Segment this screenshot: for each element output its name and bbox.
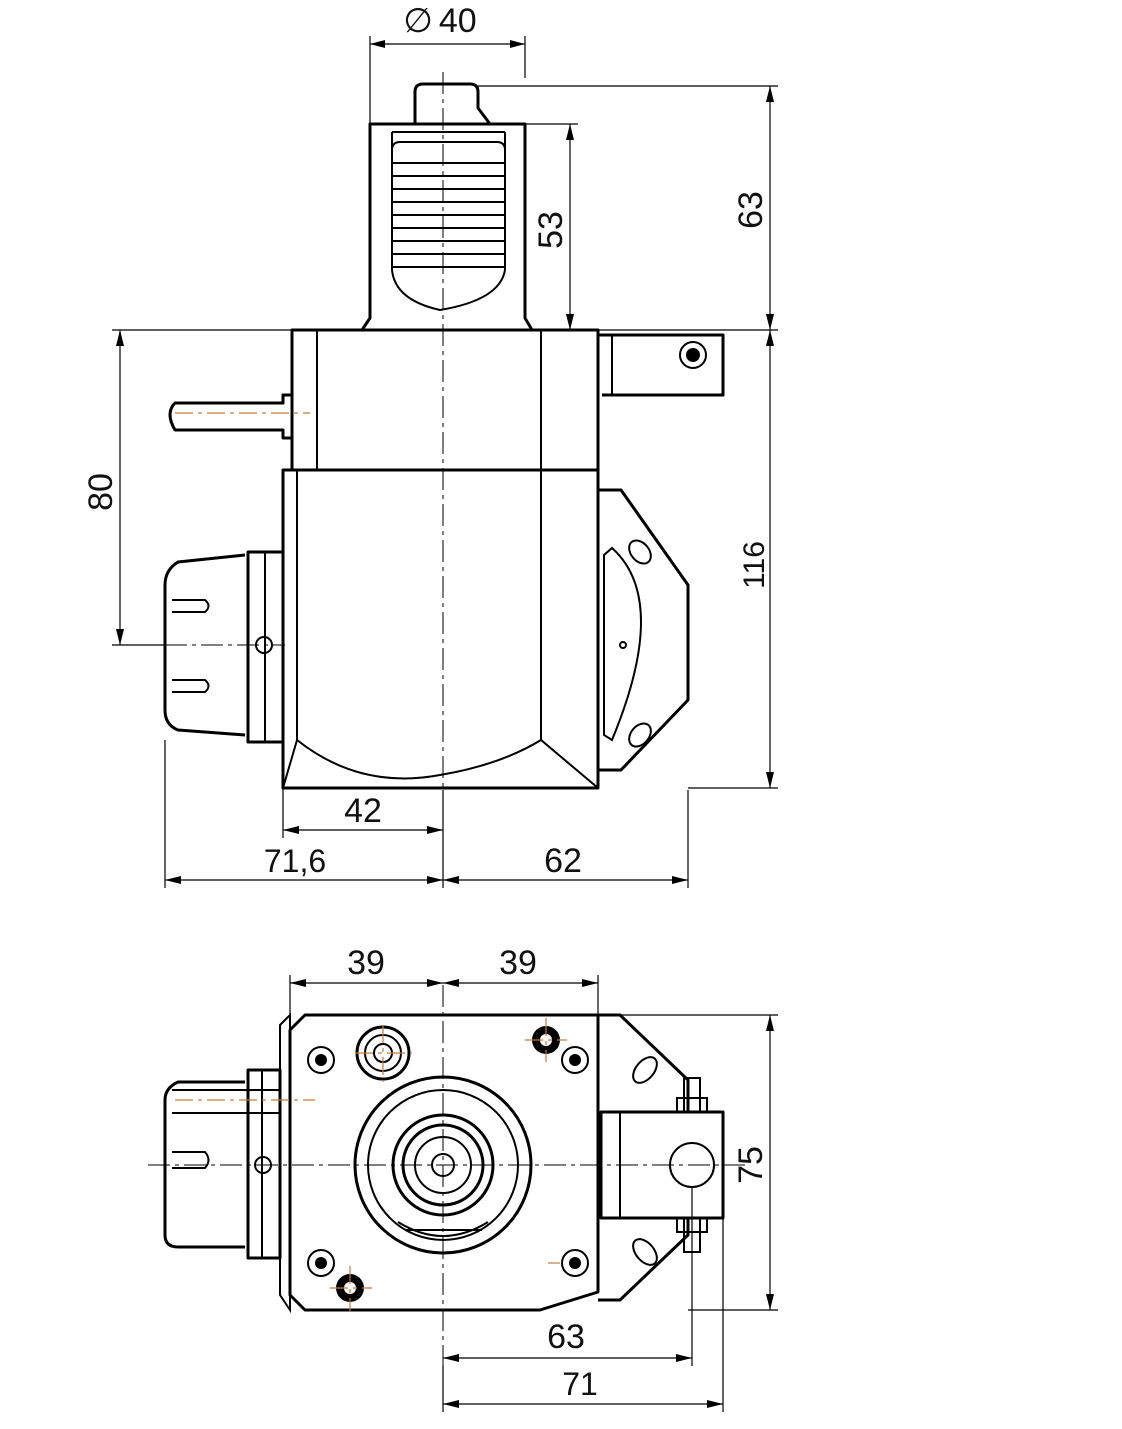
dim-63-bottom: 63	[443, 1187, 693, 1366]
dim-39-39: 39 39	[289, 944, 599, 1015]
dim-label-80: 80	[82, 473, 120, 511]
dim-80: 80	[82, 329, 292, 646]
dim-label-53: 53	[532, 211, 570, 249]
shank-threads	[391, 131, 506, 312]
dim-53: 53	[525, 123, 578, 330]
collet-nut	[163, 553, 246, 737]
side-view: ∅40 53 63 116	[82, 2, 778, 888]
dim-75: 75	[598, 1014, 778, 1311]
side-pin	[168, 393, 292, 440]
svg-text:∅40: ∅40	[403, 2, 476, 40]
shank-pin	[413, 82, 492, 125]
dim-label-63-bottom: 63	[547, 1318, 585, 1356]
dim-label-diameter: 40	[439, 2, 477, 40]
clamp-bracket	[598, 333, 725, 397]
dim-71-6-and-62: 71,6 62	[164, 740, 689, 888]
lower-housing	[281, 468, 600, 790]
dim-label-39-left: 39	[347, 944, 385, 982]
dim-label-116: 116	[738, 541, 771, 589]
dim-label-63: 63	[732, 191, 770, 229]
bottom-right-flange	[598, 1013, 690, 1302]
dim-42: 42	[282, 788, 443, 838]
dim-71: 71	[442, 1218, 724, 1412]
dim-label-75: 75	[732, 1146, 770, 1184]
dim-63: 63	[478, 85, 778, 330]
dim-label-71: 71	[562, 1366, 598, 1402]
diameter-symbol: ∅	[403, 2, 433, 40]
bottom-view: 39 39 75 63 71	[148, 944, 778, 1412]
dim-116: 116	[598, 329, 778, 789]
dim-diameter-40: ∅40	[369, 2, 526, 124]
dim-label-71-6: 71,6	[264, 843, 326, 879]
dim-label-62: 62	[544, 842, 582, 880]
dim-label-39-right: 39	[499, 944, 537, 982]
bottom-body	[288, 1013, 600, 1312]
clamp-screw-icon	[679, 341, 707, 369]
upper-housing	[290, 328, 600, 472]
bottom-collet-nut	[163, 1080, 245, 1249]
dim-label-42: 42	[344, 792, 382, 830]
screw-icons	[307, 1046, 589, 1277]
right-flange	[598, 488, 690, 772]
